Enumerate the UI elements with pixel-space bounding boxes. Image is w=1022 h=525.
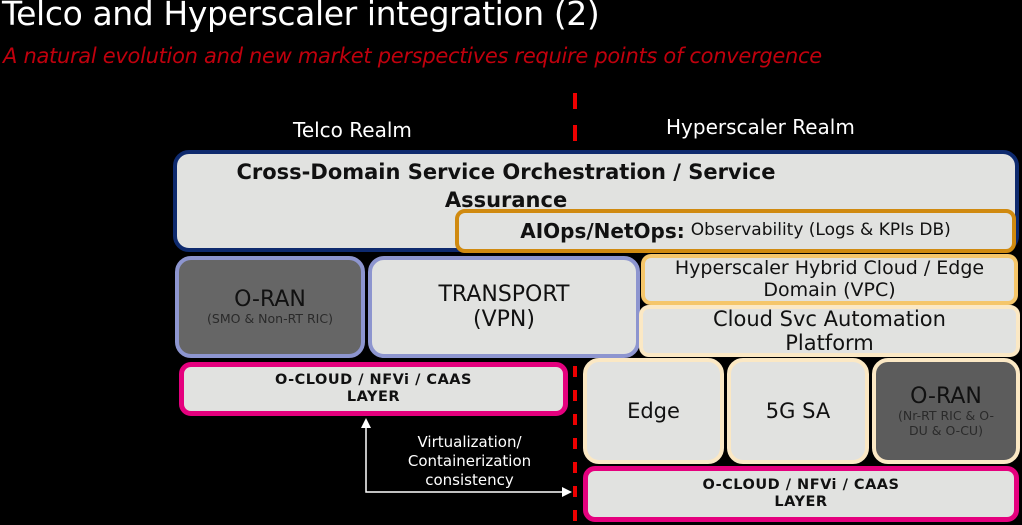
divider-dash xyxy=(573,414,577,425)
oran-telco-subtitle: (SMO & Non-RT RIC) xyxy=(207,311,333,327)
divider-dash xyxy=(573,93,577,109)
divider-dash xyxy=(573,438,577,449)
telco-realm-label: Telco Realm xyxy=(293,118,412,142)
transport-box: TRANSPORT (VPN) xyxy=(368,256,640,358)
oran-hyperscaler-box: O-RAN (Nr-RT RIC & O-DU & O-CU) xyxy=(872,358,1020,464)
ocloud-hyperscaler-line2: LAYER xyxy=(774,494,828,510)
divider-dash xyxy=(573,366,577,377)
oran-hyperscaler-title: O-RAN xyxy=(910,383,982,409)
ocloud-hyperscaler-box: O-CLOUD / NFVi / CAAS LAYER xyxy=(583,466,1019,522)
ocloud-telco-box: O-CLOUD / NFVi / CAAS LAYER xyxy=(179,362,568,416)
orchestration-box: Cross-Domain Service Orchestration / Ser… xyxy=(173,150,1019,252)
oran-hyperscaler-subtitle: (Nr-RT RIC & O-DU & O-CU) xyxy=(898,408,994,438)
virtualization-label: Virtualization/ Containerization consist… xyxy=(407,433,532,489)
transport-subtitle: (VPN) xyxy=(473,307,535,332)
divider-dash xyxy=(573,462,577,473)
divider-dash xyxy=(573,390,577,401)
edge-box: Edge xyxy=(583,358,724,464)
aiops-box: AIOps/NetOps: Observability (Logs & KPIs… xyxy=(455,209,1016,253)
ocloud-telco-line1: O-CLOUD / NFVi / CAAS xyxy=(275,372,472,389)
ocloud-telco-line2: LAYER xyxy=(346,389,401,405)
hybrid-cloud-label: Hyperscaler Hybrid Cloud / Edge Domain (… xyxy=(674,256,985,301)
virtualization-arrow-icon xyxy=(361,418,572,497)
ocloud-hyperscaler-line1: O-CLOUD / NFVi / CAAS xyxy=(702,477,900,494)
cloud-svc-box: Cloud Svc Automation Platform xyxy=(639,305,1020,357)
slide-subtitle: A natural evolution and new market persp… xyxy=(3,44,822,68)
oran-telco-title: O-RAN xyxy=(234,287,306,313)
cloud-svc-label: Cloud Svc Automation Platform xyxy=(713,306,946,355)
edge-label: Edge xyxy=(627,398,680,423)
divider-dash xyxy=(573,510,577,521)
divider-dash xyxy=(573,125,577,141)
oran-telco-box: O-RAN (SMO & Non-RT RIC) xyxy=(175,256,365,358)
hybrid-cloud-box: Hyperscaler Hybrid Cloud / Edge Domain (… xyxy=(641,254,1018,305)
aiops-bold-label: AIOps/NetOps: xyxy=(520,218,685,243)
orchestration-label: Cross-Domain Service Orchestration / Ser… xyxy=(236,160,776,212)
aiops-label: Observability (Logs & KPIs DB) xyxy=(690,220,951,241)
5g-sa-box: 5G SA xyxy=(727,358,869,464)
5g-sa-label: 5G SA xyxy=(765,398,831,423)
slide-title: Telco and Hyperscaler integration (2) xyxy=(2,0,600,33)
transport-title: TRANSPORT xyxy=(438,281,570,307)
divider-dash xyxy=(573,486,577,497)
hyperscaler-realm-label: Hyperscaler Realm xyxy=(666,115,855,139)
